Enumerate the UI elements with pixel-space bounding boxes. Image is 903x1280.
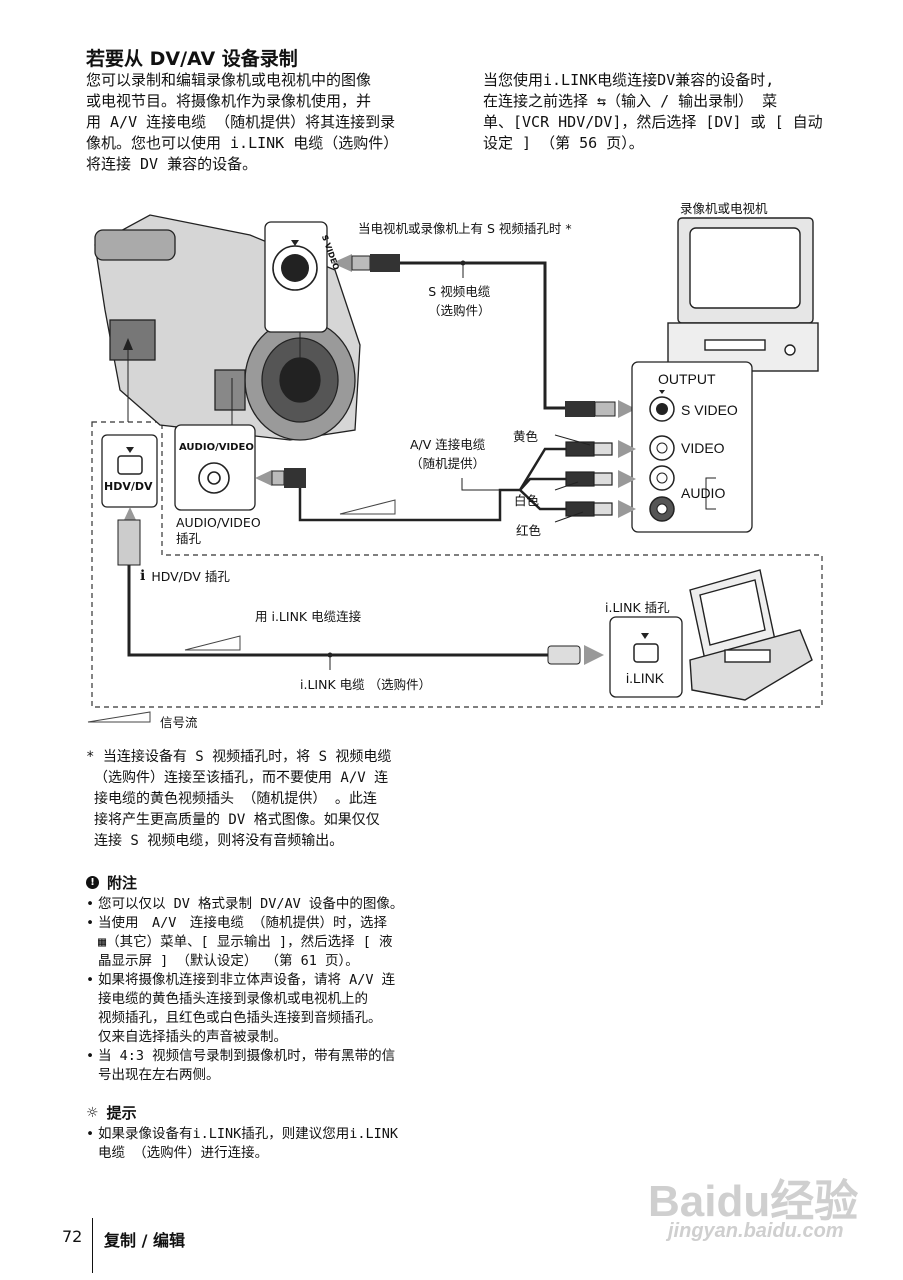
text-line: 或电视节目。将摄像机作为录像机使用，并 bbox=[86, 92, 372, 110]
connection-diagram bbox=[87, 214, 823, 723]
ilink-connect-label: 用 i.LINK 电缆连接 bbox=[255, 609, 362, 624]
page-number: 72 bbox=[62, 1227, 83, 1246]
text-line: 当您使用i.LINK电缆连接DV兼容的设备时, bbox=[483, 71, 775, 89]
yellow-label: 黄色 bbox=[513, 429, 539, 444]
label-line: 插孔 bbox=[176, 531, 202, 546]
text-line: （选购件）连接至该插孔，而不要使用 A/V 连 bbox=[94, 770, 389, 786]
intro-right: 当您使用i.LINK电缆连接DV兼容的设备时, 在连接之前选择 ⇆（输入 / 输… bbox=[483, 70, 843, 154]
label-line: S 视频电缆 bbox=[428, 284, 491, 299]
text-line: 设定 ] （第 56 页）。 bbox=[483, 134, 644, 152]
audio-port-label: AUDIO bbox=[681, 485, 726, 501]
label-line: AUDIO/VIDEO bbox=[176, 515, 261, 530]
section-heading: 若要从 DV/AV 设备录制 bbox=[86, 48, 298, 70]
label-line: A/V 连接电缆 bbox=[410, 437, 486, 452]
ilink-port-label: i.LINK bbox=[626, 670, 665, 686]
note-icon: ! bbox=[86, 876, 99, 889]
text-line: 接将产生更高质量的 DV 格式图像。如果仅仅 bbox=[94, 812, 380, 828]
text-line: 将连接 DV 兼容的设备。 bbox=[86, 155, 258, 173]
hdv-dv-jack-label: ℹ HDV/DV 插孔 bbox=[140, 566, 230, 585]
intro-left: 您可以录制和编辑录像机或电视机中的图像 或电视节目。将摄像机作为录像机使用，并 … bbox=[86, 70, 446, 175]
audio-video-jack-label: AUDIO/VIDEO 插孔 bbox=[176, 515, 261, 547]
text-line: ▦（其它）菜单、[ 显示输出 ]，然后选择 [ 液 bbox=[98, 934, 393, 950]
tv-illustration bbox=[667, 217, 819, 372]
text-line: 如果录像设备有i.LINK插孔，则建议您用i.LINK bbox=[98, 1126, 399, 1142]
footer-divider bbox=[92, 1218, 93, 1273]
text-line: 当使用 A/V 连接电缆 （随机提供）时，选择 bbox=[98, 915, 388, 931]
text-line: 如果将摄像机连接到非立体声设备，请将 A/V 连 bbox=[98, 972, 396, 988]
text-line: 像机。您也可以使用 i.LINK 电缆（选购件） bbox=[86, 134, 399, 152]
label-line: （随机提供） bbox=[410, 456, 486, 471]
text-line: 您可以仅以 DV 格式录制 DV/AV 设备中的图像。 bbox=[98, 896, 404, 912]
audio-video-port-label: AUDIO/VIDEO bbox=[179, 442, 254, 453]
ilink-icon: ℹ bbox=[140, 567, 146, 584]
lightbulb-icon: ☼ bbox=[86, 1104, 99, 1121]
signal-flow-label: 信号流 bbox=[160, 715, 198, 730]
white-label: 白色 bbox=[514, 493, 540, 508]
text-line: 接电缆的黄色插头连接到录像机或电视机上的 bbox=[98, 991, 368, 1007]
s-video-note: 当电视机或录像机上有 S 视频插孔时 * bbox=[358, 221, 572, 236]
av-cable-label: A/V 连接电缆 （随机提供） bbox=[410, 434, 485, 472]
watermark-logo: Baidu经验 bbox=[648, 1177, 859, 1226]
vcr-tv-label: 录像机或电视机 bbox=[680, 201, 768, 216]
tip-item: • 如果录像设备有i.LINK插孔，则建议您用i.LINK 电缆 （选购件）进行… bbox=[86, 1126, 399, 1161]
text-line: 单、[VCR HDV/DV]，然后选择 [DV] 或 [ 自动 bbox=[483, 113, 823, 131]
text-line: 接电缆的黄色视频插头 （随机提供） 。此连 bbox=[94, 791, 377, 807]
text-line: * 当连接设备有 S 视频插孔时，将 S 视频电缆 bbox=[86, 749, 392, 765]
tips-title: 提示 bbox=[106, 1104, 137, 1122]
text-line: 用 A/V 连接电缆 （随机提供）将其连接到录 bbox=[86, 113, 396, 131]
note-item: • 如果将摄像机连接到非立体声设备，请将 A/V 连 接电缆的黄色插头连接到录像… bbox=[86, 972, 396, 1045]
ilink-cable-label: i.LINK 电缆 （选购件） bbox=[300, 677, 432, 692]
ilink-jack-label: i.LINK 插孔 bbox=[605, 600, 670, 615]
text-line: 当 4:3 视频信号录制到摄像机时，带有黑带的信 bbox=[98, 1048, 396, 1064]
video-port-label: VIDEO bbox=[681, 440, 725, 456]
text-line: 电缆 （选购件）进行连接。 bbox=[98, 1145, 269, 1161]
footnote: * 当连接设备有 S 视频插孔时，将 S 视频电缆 （选购件）连接至该插孔，而不… bbox=[86, 747, 391, 852]
notes-title: 附注 bbox=[107, 874, 138, 892]
watermark-url: jingyan.baidu.com bbox=[668, 1220, 844, 1242]
deck-illustration bbox=[689, 569, 813, 701]
section-name: 复制 / 编辑 bbox=[104, 1231, 185, 1250]
text-line: 号出现在左右两侧。 bbox=[98, 1067, 220, 1083]
notes-heading: ! 附注 bbox=[86, 872, 446, 893]
label-text: HDV/DV 插孔 bbox=[151, 569, 230, 584]
red-label: 红色 bbox=[516, 523, 542, 538]
text-line: 您可以录制和编辑录像机或电视机中的图像 bbox=[86, 71, 372, 89]
text-line: 仅来自选择插头的声音被录制。 bbox=[98, 1029, 287, 1045]
notes-section: ! 附注 •您可以仅以 DV 格式录制 DV/AV 设备中的图像。 • 当使用 … bbox=[86, 872, 446, 1085]
text-line: 连接 S 视频电缆，则将没有音频输出。 bbox=[94, 833, 344, 849]
tips-section: ☼ 提示 • 如果录像设备有i.LINK插孔，则建议您用i.LINK 电缆 （选… bbox=[86, 1102, 446, 1163]
s-video-port-label: S VIDEO bbox=[681, 402, 738, 418]
s-video-cable-label: S 视频电缆 （选购件） bbox=[428, 281, 491, 319]
label-line: （选购件） bbox=[428, 303, 491, 318]
note-item: •您可以仅以 DV 格式录制 DV/AV 设备中的图像。 bbox=[86, 896, 404, 912]
tips-heading: ☼ 提示 bbox=[86, 1102, 446, 1123]
hdv-dv-port-label: HDV/DV bbox=[104, 480, 153, 493]
text-line: 在连接之前选择 ⇆（输入 / 输出录制） 菜 bbox=[483, 92, 778, 110]
note-item: • 当使用 A/V 连接电缆 （随机提供）时，选择 ▦（其它）菜单、[ 显示输出… bbox=[86, 915, 393, 969]
text-line: 晶显示屏 ] （默认设定） （第 61 页）。 bbox=[98, 953, 359, 969]
text-line: 视频插孔，且红色或白色插头连接到音频插孔。 bbox=[98, 1010, 382, 1026]
output-label: OUTPUT bbox=[658, 371, 716, 387]
note-item: • 当 4:3 视频信号录制到摄像机时，带有黑带的信 号出现在左右两侧。 bbox=[86, 1048, 396, 1083]
